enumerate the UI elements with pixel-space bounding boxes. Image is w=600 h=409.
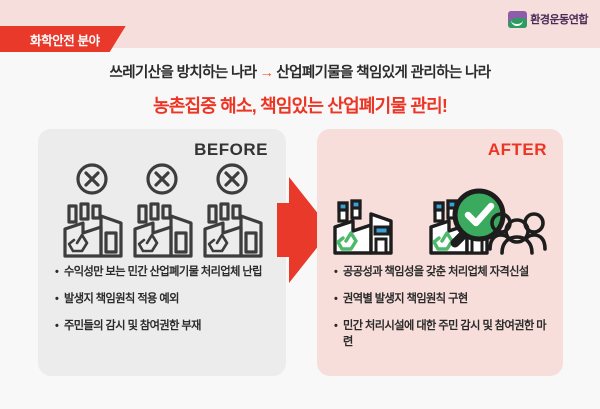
x-mark-icon — [216, 163, 248, 195]
recycle-icon — [336, 231, 358, 251]
list-item: • 권역별 발생지 책임원칙 구현 — [334, 292, 551, 308]
category-tab-label: 화학안전 분야 — [30, 33, 100, 48]
recycle-icon — [67, 233, 89, 253]
list-item: • 발생지 책임원칙 적용 예외 — [55, 292, 274, 308]
recycle-icon — [207, 233, 229, 253]
factory-icon — [63, 202, 123, 258]
factory-icon — [133, 202, 193, 258]
list-item: • 공공성과 책임성을 갖춘 처리업체 자격신설 — [334, 265, 551, 281]
before-panel: BEFORE — [38, 129, 286, 376]
bullet-dot-icon: • — [334, 266, 338, 278]
x-mark-icon — [146, 163, 178, 195]
bullet-dot-icon: • — [55, 266, 59, 278]
list-item-label: 주민들의 감시 및 참여권한 부재 — [64, 319, 201, 332]
recycle-icon — [137, 233, 159, 253]
organization-name: 환경운동연합 — [530, 14, 588, 26]
bullet-dot-icon: • — [55, 319, 59, 332]
list-item: • 수익성만 보는 민간 산업폐기물 처리업체 난립 — [55, 265, 274, 281]
check-icon — [464, 202, 495, 227]
category-tab: 화학안전 분야 — [0, 26, 126, 52]
factory-icon — [203, 202, 263, 258]
bullet-dot-icon: • — [334, 292, 338, 305]
list-item-label: 권역별 발생지 책임원칙 구현 — [343, 292, 468, 305]
recycle-icon — [432, 231, 454, 251]
subtitle-before-text: 쓰레기산을 방치하는 나라 — [109, 65, 257, 81]
factory-icon — [333, 199, 393, 255]
organization-logo: 환경운동연합 — [508, 9, 588, 29]
before-factories-graphic — [63, 163, 263, 258]
list-item-label: 발생지 책임원칙 적용 예외 — [64, 292, 179, 305]
bullet-dot-icon: • — [55, 292, 59, 305]
list-item-label: 수익성만 보는 민간 산업폐기물 처리업체 난립 — [64, 266, 262, 278]
x-mark-icon — [76, 163, 108, 195]
before-tag: BEFORE — [194, 140, 268, 159]
headline: 농촌집중 해소, 책임있는 산업폐기물 관리! — [152, 96, 448, 116]
list-item: • 주민들의 감시 및 참여권한 부재 — [55, 319, 274, 335]
after-factories-graphic — [333, 188, 547, 255]
after-tag: AFTER — [487, 140, 547, 159]
list-item-label: 민간 처리시설에 대한 주민 감시 및 참여권한 마련 — [343, 319, 547, 348]
subtitle-line: 쓰레기산을 방치하는 나라→산업폐기물을 책임있게 관리하는 나라 — [0, 61, 600, 82]
before-bullet-list: • 수익성만 보는 민간 산업폐기물 처리업체 난립 • 발생지 책임원칙 적용… — [55, 265, 274, 346]
after-bullet-list: • 공공성과 책임성을 갖춘 처리업체 자격신설 • 권역별 발생지 책임원칙 … — [334, 265, 551, 362]
list-item-label: 공공성과 책임성을 갖춘 처리업체 자격신설 — [343, 266, 529, 278]
leaf-logo-icon — [508, 10, 528, 28]
transition-arrow-icon — [277, 177, 331, 283]
after-illustration — [317, 161, 563, 261]
subtitle-after-text: 산업폐기물을 책임있게 관리하는 나라 — [276, 65, 491, 81]
bullet-dot-icon: • — [334, 319, 338, 332]
before-illustration — [38, 161, 286, 261]
arrow-right-icon: → — [259, 65, 274, 81]
people-group-icon — [488, 212, 547, 255]
after-panel: AFTER — [317, 129, 563, 376]
list-item: • 민간 처리시설에 대한 주민 감시 및 참여권한 마련 — [334, 319, 551, 351]
